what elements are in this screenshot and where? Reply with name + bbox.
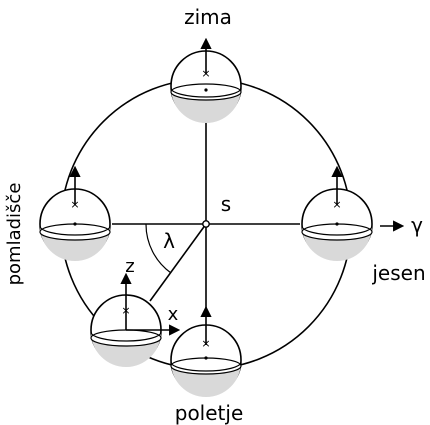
earth-axis-cross: × (121, 304, 130, 317)
line-sun-to-earth (150, 224, 206, 301)
label-sun: s (221, 192, 231, 216)
label-angle: λ (163, 229, 175, 253)
label-autumn: jesen (371, 261, 425, 285)
winter-axis-cross: × (201, 67, 210, 80)
autumn-axis-cross: × (332, 198, 341, 211)
label-x-axis: x (168, 304, 179, 325)
spring-axis-cross: × (70, 198, 79, 211)
sun-point (203, 221, 209, 227)
summer-axis-cross: × (201, 337, 210, 350)
label-vernal-point: γ (411, 213, 423, 237)
label-z-axis: z (125, 256, 134, 277)
label-spring: pomladišče (4, 183, 25, 286)
label-summer: poletje (175, 401, 244, 425)
label-winter: zima (184, 5, 232, 29)
